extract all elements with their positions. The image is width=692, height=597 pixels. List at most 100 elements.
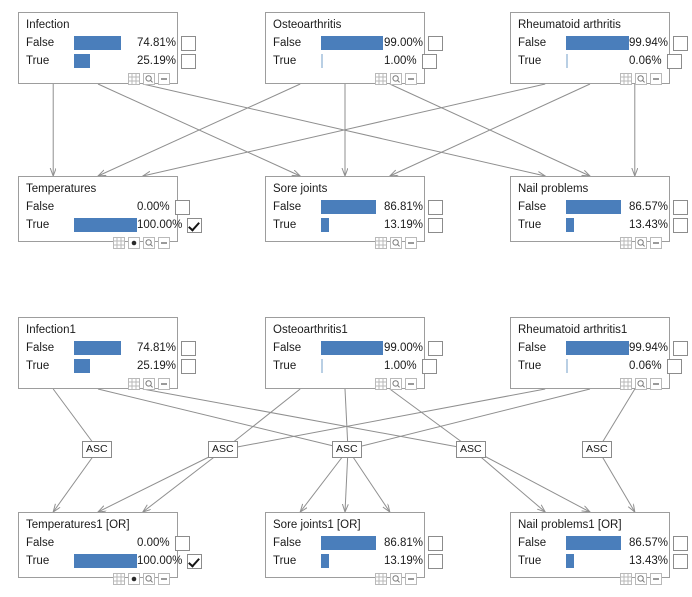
grid-icon[interactable] [375, 236, 387, 249]
evidence-checkbox[interactable] [673, 535, 689, 551]
evidence-checkbox[interactable] [673, 35, 689, 51]
grid-icon[interactable] [113, 572, 125, 585]
evidence-checkbox[interactable] [181, 358, 197, 374]
evidence-checkbox[interactable] [421, 53, 437, 69]
collapse-minus-icon[interactable] [158, 236, 170, 249]
grid-icon[interactable] [113, 236, 125, 249]
evidence-checkbox[interactable] [181, 340, 197, 356]
grid-icon[interactable] [620, 72, 632, 85]
magnifier-icon[interactable] [143, 72, 155, 85]
evidence-checkbox[interactable] [428, 217, 444, 233]
collapse-minus-icon[interactable] [405, 236, 417, 249]
asc-gate-asc-1[interactable]: ASC [82, 441, 112, 458]
evidence-checkbox[interactable] [673, 553, 689, 569]
collapse-minus-icon[interactable] [158, 72, 170, 85]
collapse-minus-icon[interactable] [405, 377, 417, 390]
magnifier-icon[interactable] [635, 72, 647, 85]
evidence-checkbox[interactable] [673, 199, 689, 215]
magnifier-icon[interactable] [635, 377, 647, 390]
grid-icon[interactable] [620, 572, 632, 585]
evidence-checkbox[interactable] [174, 535, 190, 551]
evidence-checkbox[interactable] [673, 217, 689, 233]
asc-gate-asc-5[interactable]: ASC [582, 441, 612, 458]
collapse-minus-icon[interactable] [650, 377, 662, 390]
magnifier-icon[interactable] [390, 236, 402, 249]
asc-gate-asc-3[interactable]: ASC [332, 441, 362, 458]
grid-icon[interactable] [620, 377, 632, 390]
evidence-checkbox[interactable] [174, 199, 190, 215]
collapse-minus-icon[interactable] [650, 72, 662, 85]
magnifier-icon[interactable] [143, 572, 155, 585]
evidence-checkbox[interactable] [428, 535, 444, 551]
magnifier-icon[interactable] [635, 236, 647, 249]
evidence-checkbox-checked[interactable] [187, 553, 203, 569]
magnifier-icon[interactable] [143, 377, 155, 390]
asc-gate-asc-4[interactable]: ASC [456, 441, 486, 458]
grid-icon[interactable] [620, 236, 632, 249]
evidence-checkbox[interactable] [428, 553, 444, 569]
evidence-checkbox[interactable] [666, 358, 682, 374]
magnifier-icon[interactable] [635, 572, 647, 585]
magnifier-icon[interactable] [390, 377, 402, 390]
evidence-checkbox[interactable] [181, 35, 197, 51]
filled-circle-icon[interactable] [128, 236, 140, 249]
collapse-minus-icon[interactable] [650, 236, 662, 249]
evidence-checkbox[interactable] [181, 53, 197, 69]
evidence-checkbox-checked[interactable] [187, 217, 203, 233]
grid-icon[interactable] [375, 572, 387, 585]
grid-icon[interactable] [375, 72, 387, 85]
collapse-minus-icon[interactable] [405, 72, 417, 85]
magnifier-icon[interactable] [143, 236, 155, 249]
evidence-checkbox[interactable] [428, 340, 444, 356]
grid-icon[interactable] [375, 377, 387, 390]
filled-circle-icon[interactable] [128, 572, 140, 585]
collapse-minus-icon[interactable] [405, 572, 417, 585]
evidence-checkbox[interactable] [428, 35, 444, 51]
evidence-checkbox[interactable] [666, 53, 682, 69]
collapse-minus-icon[interactable] [650, 572, 662, 585]
magnifier-icon[interactable] [390, 72, 402, 85]
grid-icon[interactable] [128, 377, 140, 390]
collapse-minus-icon[interactable] [158, 572, 170, 585]
asc-gate-asc-2[interactable]: ASC [208, 441, 238, 458]
evidence-checkbox[interactable] [421, 358, 437, 374]
evidence-checkbox[interactable] [673, 340, 689, 356]
collapse-minus-icon[interactable] [158, 377, 170, 390]
